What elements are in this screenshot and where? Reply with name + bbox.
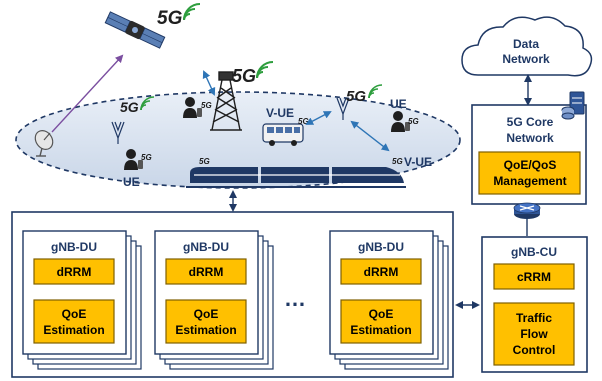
qoe-line1: QoE (194, 307, 219, 321)
user-equipment-icon (391, 111, 410, 132)
bus-link-arrow (305, 111, 332, 125)
qoe-line2: Estimation (175, 323, 236, 337)
qoe-line1: QoE (369, 307, 394, 321)
fiveg-label-left-antenna: 5G (120, 99, 139, 115)
fiveg-label-satellite: 5G (157, 8, 183, 29)
drrm-label: dRRM (57, 265, 92, 279)
drrm-box (165, 258, 247, 285)
signal-icon (368, 84, 383, 99)
satellite-link-arrow (51, 54, 124, 133)
traffic-line3: Control (513, 343, 556, 357)
fiveg-label-ue-tower: 5G (201, 101, 212, 110)
drrm-label: dRRM (189, 265, 224, 279)
cloud-label-line2: Network (502, 52, 550, 66)
du-title: gNB-DU (51, 240, 97, 254)
satellite-icon (104, 11, 166, 49)
cu-title: gNB-CU (511, 245, 557, 259)
qoe-line2: Estimation (350, 323, 411, 337)
server-icon (561, 91, 585, 120)
traffic-line2: Flow (520, 327, 548, 341)
crrm-box (493, 263, 575, 290)
drrm-box (340, 258, 422, 285)
ue-label-right: UE (390, 97, 407, 111)
du-ellipsis: … (284, 286, 306, 311)
core-title-line2: Network (506, 131, 554, 145)
tower-link-arrow (202, 70, 216, 96)
fiveg-label-ue-right: 5G (408, 117, 419, 126)
cloud-label-line1: Data (513, 37, 539, 51)
qoe-estimation-box (33, 299, 115, 344)
du-title: gNB-DU (358, 240, 404, 254)
traffic-line1: Traffic (516, 311, 552, 325)
traffic-flow-control-box (493, 302, 575, 366)
gnb-du-stack-2: gNB-DU dRRM QoE Estimation (154, 230, 274, 370)
user-equipment-icon (124, 149, 143, 170)
gnb-du-stack-3: gNB-DU dRRM QoE Estimation (329, 230, 449, 370)
user-equipment-icon (183, 97, 202, 118)
qoe-line1: QoE (62, 307, 87, 321)
vue-label-bus: V-UE (266, 106, 294, 120)
satellite-dish-icon (34, 130, 54, 157)
crrm-label: cRRM (517, 270, 551, 284)
core-mgmt-line2: Management (493, 174, 566, 188)
du-title: gNB-DU (183, 240, 229, 254)
train-icon (186, 167, 406, 188)
drrm-box (33, 258, 115, 285)
fiveg-label-tower: 5G (232, 66, 256, 86)
fiveg-label-bus: 5G (298, 117, 309, 126)
qoe-qos-management-box (478, 151, 581, 195)
qoe-estimation-box (165, 299, 247, 344)
bus-icon (262, 123, 304, 146)
core-mgmt-line1: QoE/QoS (504, 158, 557, 172)
cell-tower-icon (210, 71, 242, 131)
vehicle-link-arrow (350, 120, 390, 152)
fiveg-label-ue-left: 5G (141, 153, 152, 162)
core-network-box: 5G Core Network QoE/QoS Management (471, 104, 587, 205)
gnb-du-stack-1: gNB-DU dRRM QoE Estimation (22, 230, 142, 370)
signal-icon (183, 3, 201, 21)
signal-icon (256, 61, 274, 79)
qoe-estimation-box (340, 299, 422, 344)
drrm-label: dRRM (364, 265, 399, 279)
cloud-shape (461, 16, 593, 77)
fiveg-label-vue-right: 5G (392, 157, 403, 166)
data-network-cloud: Data Network (461, 16, 593, 77)
gnb-cu-box: gNB-CU cRRM Traffic Flow Control (481, 236, 588, 373)
qoe-line2: Estimation (43, 323, 104, 337)
router-icon (513, 202, 541, 219)
vue-label-right: V-UE (404, 155, 432, 169)
core-title-line1: 5G Core (507, 115, 554, 129)
ue-label-left: UE (123, 175, 140, 189)
fiveg-label-train: 5G (199, 157, 210, 166)
antenna-icon (336, 97, 350, 120)
fiveg-label-right-antenna: 5G (346, 88, 366, 105)
signal-icon (140, 96, 155, 111)
antenna-icon (111, 121, 125, 144)
